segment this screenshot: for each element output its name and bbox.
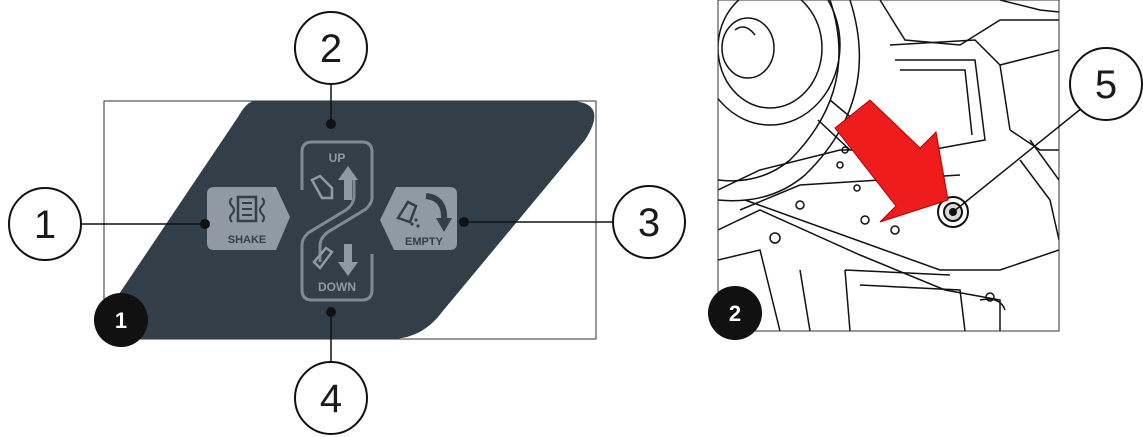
figure-badge-1: 1 bbox=[94, 293, 148, 347]
empty-key[interactable]: EMPTY bbox=[380, 187, 457, 250]
leader-dot-4 bbox=[326, 307, 336, 317]
shake-key-body bbox=[207, 187, 290, 250]
leader-dot-2 bbox=[326, 119, 336, 129]
keypad-figure: UP DOWN bbox=[8, 11, 686, 435]
svg-text:5: 5 bbox=[1095, 63, 1117, 107]
up-key[interactable]: UP bbox=[310, 151, 358, 200]
svg-text:4: 4 bbox=[320, 377, 342, 421]
leader-dot-3 bbox=[459, 217, 469, 227]
svg-text:1: 1 bbox=[34, 203, 56, 247]
callout-4: 4 bbox=[294, 361, 368, 435]
callout-leaders-1 bbox=[80, 84, 612, 363]
up-key-outline bbox=[312, 140, 374, 262]
svg-text:2: 2 bbox=[729, 301, 741, 326]
callout-leader-5 bbox=[952, 107, 1083, 213]
detail-figure: 5 2 bbox=[708, 0, 1143, 340]
figure-frame-2 bbox=[717, 0, 1060, 332]
figure-badge-2: 2 bbox=[708, 286, 762, 340]
tilt-down-icon bbox=[312, 244, 358, 276]
callout-2: 2 bbox=[294, 11, 368, 85]
callout-3: 3 bbox=[612, 185, 686, 259]
shake-icon bbox=[229, 195, 265, 223]
shake-key[interactable]: SHAKE bbox=[207, 187, 290, 250]
leader-dot-1 bbox=[200, 219, 210, 229]
empty-icon bbox=[396, 193, 452, 232]
up-key-label: UP bbox=[329, 151, 346, 165]
down-key[interactable]: DOWN bbox=[312, 244, 358, 294]
svg-text:2: 2 bbox=[320, 27, 342, 71]
callout-5: 5 bbox=[1069, 47, 1143, 121]
empty-key-label: EMPTY bbox=[405, 236, 444, 248]
tilt-up-icon bbox=[310, 166, 358, 200]
callout-1: 1 bbox=[8, 187, 82, 261]
red-direction-arrow bbox=[834, 99, 949, 223]
down-key-outline bbox=[300, 180, 362, 302]
svg-text:3: 3 bbox=[638, 201, 660, 245]
svg-text:1: 1 bbox=[115, 308, 127, 333]
mechanical-line-art bbox=[718, 0, 1059, 331]
shake-key-label: SHAKE bbox=[228, 234, 267, 246]
down-key-label: DOWN bbox=[318, 280, 356, 294]
